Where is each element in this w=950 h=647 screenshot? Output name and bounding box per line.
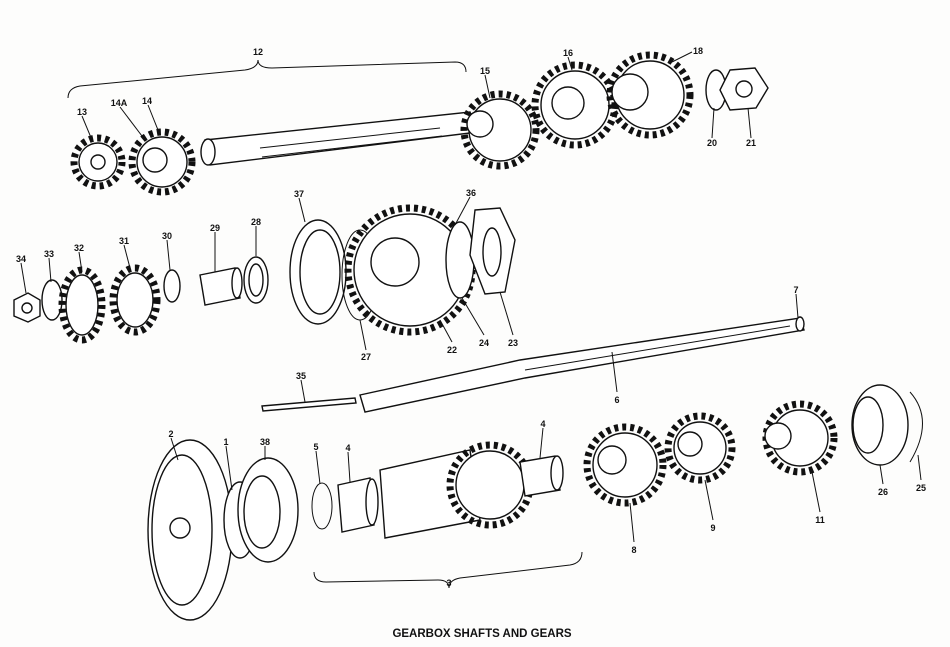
gear-31 xyxy=(109,264,161,336)
nut-23 xyxy=(469,207,516,295)
part-label-3: 3 xyxy=(446,578,451,588)
layshaft-12 xyxy=(200,111,479,166)
bush-4 xyxy=(519,455,564,497)
part-label-38: 38 xyxy=(260,437,270,447)
part-label-15: 15 xyxy=(480,66,490,76)
mainshaft-6 xyxy=(359,316,805,413)
sprocket-32 xyxy=(58,266,106,344)
part-label-13: 13 xyxy=(77,107,87,117)
circlip-25 xyxy=(909,391,923,463)
washer-24 xyxy=(445,221,475,299)
bearing-4 xyxy=(337,477,379,533)
part-label-26: 26 xyxy=(878,487,888,497)
gear-18 xyxy=(606,51,694,139)
part-label-27: 27 xyxy=(361,352,371,362)
part-label-8: 8 xyxy=(631,545,636,555)
gear-9 xyxy=(664,412,736,484)
part-label-31: 31 xyxy=(119,236,129,246)
part-label-1: 1 xyxy=(223,437,228,447)
gear-13 xyxy=(70,134,126,190)
leader-lines xyxy=(20,51,922,543)
part-label-24: 24 xyxy=(479,338,489,348)
part-label-22: 22 xyxy=(447,345,457,355)
bearing-38 xyxy=(237,457,299,563)
ring-30 xyxy=(163,269,181,303)
part-label-7: 7 xyxy=(793,285,798,295)
part-label-28: 28 xyxy=(251,217,261,227)
part-label-35: 35 xyxy=(296,371,306,381)
gear-14 xyxy=(128,128,196,196)
gear-11 xyxy=(762,400,838,476)
part-label-14: 14 xyxy=(142,96,152,106)
seal-37 xyxy=(289,219,347,325)
nut-21 xyxy=(719,67,769,111)
part-label-4-bush: 4 xyxy=(540,419,545,429)
part-label-14a: 14A xyxy=(111,98,128,108)
part-label-20: 20 xyxy=(707,138,717,148)
part-label-25: 25 xyxy=(916,483,926,493)
washer-28 xyxy=(243,256,269,304)
gear-8 xyxy=(583,423,667,507)
bearing-26 xyxy=(851,384,909,466)
part-label-30: 30 xyxy=(162,231,172,241)
part-label-12: 12 xyxy=(253,47,263,57)
sleeve-gear-3 xyxy=(379,441,534,539)
nut-34 xyxy=(13,292,41,323)
gear-16 xyxy=(531,61,619,149)
part-label-6: 6 xyxy=(614,395,619,405)
part-label-29: 29 xyxy=(210,223,220,233)
part-label-36: 36 xyxy=(466,188,476,198)
circlip-5 xyxy=(311,482,333,530)
part-label-34: 34 xyxy=(16,254,26,264)
bush-29 xyxy=(199,267,243,306)
pushrod-35 xyxy=(261,397,357,412)
part-label-9: 9 xyxy=(710,523,715,533)
part-label-11: 11 xyxy=(815,515,825,525)
gear-15 xyxy=(460,90,540,170)
part-label-21: 21 xyxy=(746,138,756,148)
washer-33 xyxy=(41,279,63,321)
part-label-16: 16 xyxy=(563,48,573,58)
part-label-32: 32 xyxy=(74,243,84,253)
bracket-3 xyxy=(313,551,583,589)
bracket-12 xyxy=(67,59,467,99)
part-label-2: 2 xyxy=(168,429,173,439)
part-label-18: 18 xyxy=(693,46,703,56)
part-label-5: 5 xyxy=(313,442,318,452)
part-label-4: 4 xyxy=(345,443,350,453)
housing-2 xyxy=(147,439,233,621)
part-label-23: 23 xyxy=(508,338,518,348)
part-label-37: 37 xyxy=(294,189,304,199)
diagram-caption: GEARBOX SHAFTS AND GEARS xyxy=(392,628,571,640)
part-label-33: 33 xyxy=(44,249,54,259)
